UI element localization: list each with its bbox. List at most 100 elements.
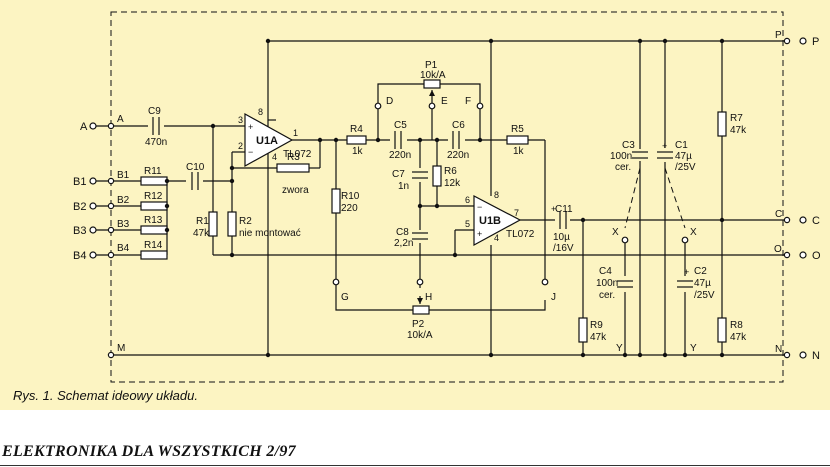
label-c11-name: C11 bbox=[555, 204, 573, 215]
capacitor-c6: C6 220n bbox=[447, 120, 469, 161]
label-r4-name: R4 bbox=[350, 124, 363, 135]
capacitor-c4: C4 100n cer. bbox=[596, 266, 633, 301]
label-c2-value: 47µ bbox=[694, 278, 711, 289]
label-r13: R13 bbox=[144, 215, 163, 226]
label-c9-name: C9 bbox=[148, 106, 161, 117]
label-r8-name: R8 bbox=[730, 320, 743, 331]
label-r9-name: R9 bbox=[590, 320, 603, 331]
figure-caption: Rys. 1. Schemat ideowy układu. bbox=[13, 388, 198, 403]
magazine-footer: ELEKTRONIKA DLA WSZYSTKICH 2/97 bbox=[2, 443, 296, 460]
pin-u1b-8: 8 bbox=[494, 190, 499, 200]
label-r10-value: 220 bbox=[341, 203, 358, 214]
label-p1-value: 10k/A bbox=[420, 70, 446, 81]
optional-jumper-x2 bbox=[664, 167, 686, 229]
label-u1b: U1B bbox=[479, 215, 501, 227]
label-c11-rating: /16V bbox=[553, 243, 574, 254]
capacitor-c3: C3 100n cer. bbox=[610, 140, 648, 173]
label-r4-value: 1k bbox=[352, 146, 364, 157]
label-r12: R12 bbox=[144, 191, 163, 202]
label-c6-name: C6 bbox=[452, 120, 465, 131]
label-c9-value: 470n bbox=[145, 137, 167, 148]
terminal-b2-outer: B2 bbox=[73, 201, 86, 213]
junction-dots bbox=[164, 38, 725, 358]
label-c6-value: 220n bbox=[447, 150, 469, 161]
svg-text:+: + bbox=[684, 267, 689, 277]
terminal-m: M bbox=[117, 343, 125, 354]
node-e: E bbox=[441, 96, 448, 107]
label-c8-name: C8 bbox=[396, 227, 409, 238]
label-c11-value: 10µ bbox=[553, 232, 570, 243]
circuit-schematic: C9 470n R11 R12 R13 R14 C10 R1 47k R2 ni… bbox=[0, 0, 830, 410]
label-r3-name: R3 bbox=[287, 152, 300, 163]
label-c10: C10 bbox=[186, 162, 205, 173]
resistor-r6: R6 12k bbox=[432, 165, 461, 189]
terminal-b4-inner: B4 bbox=[117, 243, 130, 254]
label-c3-kind: cer. bbox=[615, 162, 631, 173]
label-c3-name: C3 bbox=[622, 140, 635, 151]
terminal-n-outer: N bbox=[812, 350, 820, 362]
label-c3-value: 100n bbox=[610, 151, 632, 162]
test-nodes: D E F G H J X X Y Y bbox=[332, 96, 697, 354]
output-terminals: P P C C O O N N bbox=[774, 30, 821, 362]
node-f: F bbox=[465, 96, 471, 107]
label-r5-value: 1k bbox=[513, 146, 525, 157]
node-g: G bbox=[341, 292, 349, 303]
resistor-r8: R8 47k bbox=[717, 317, 747, 343]
capacitor-c11: + C11 10µ /16V bbox=[551, 204, 574, 254]
pin-u1b-5: 5 bbox=[465, 219, 470, 229]
svg-text:+: + bbox=[551, 204, 556, 214]
label-r14: R14 bbox=[144, 240, 163, 251]
resistor-r14: R14 bbox=[140, 240, 168, 260]
label-u1a: U1A bbox=[256, 135, 278, 147]
terminal-n-inner: N bbox=[775, 344, 782, 355]
terminal-a-inner: A bbox=[117, 114, 124, 125]
label-r6-name: R6 bbox=[444, 166, 457, 177]
pin-u1a-1: 1 bbox=[293, 128, 298, 138]
capacitor-c1: + C1 47µ /25V bbox=[657, 140, 696, 173]
label-p2-value: 10k/A bbox=[407, 330, 433, 341]
pin-u1a-8: 8 bbox=[258, 107, 263, 117]
node-y1: Y bbox=[616, 343, 623, 354]
terminal-a-outer: A bbox=[80, 121, 88, 133]
label-c4-name: C4 bbox=[599, 266, 612, 277]
resistor-r13: R13 bbox=[140, 215, 168, 235]
capacitor-c8: C8 2,2n bbox=[394, 227, 428, 249]
label-r10-name: R10 bbox=[341, 191, 360, 202]
node-j: J bbox=[551, 292, 556, 303]
footer-rule bbox=[0, 465, 830, 466]
label-c1-rating: /25V bbox=[675, 162, 696, 173]
resistor-r11: R11 bbox=[140, 166, 168, 186]
resistor-r7: R7 47k bbox=[717, 111, 747, 137]
svg-text:+: + bbox=[477, 229, 482, 239]
terminal-b3-inner: B3 bbox=[117, 219, 130, 230]
terminal-c-inner: C bbox=[775, 209, 782, 220]
resistor-r3: R3 zwora bbox=[276, 152, 310, 196]
label-c1-value: 47µ bbox=[675, 151, 692, 162]
terminal-p-inner: P bbox=[775, 30, 782, 41]
terminal-b1-outer: B1 bbox=[73, 176, 86, 188]
pin-u1a-2: 2 bbox=[238, 141, 243, 151]
label-c5-value: 220n bbox=[389, 150, 411, 161]
svg-text:−: − bbox=[248, 147, 253, 157]
label-c2-rating: /25V bbox=[694, 290, 715, 301]
label-c7-name: C7 bbox=[392, 169, 405, 180]
label-c7-value: 1n bbox=[398, 181, 409, 192]
resistor-r10: R10 220 bbox=[331, 188, 360, 214]
terminal-c-outer: C bbox=[812, 215, 820, 227]
pin-u1b-7: 7 bbox=[514, 208, 519, 218]
node-h: H bbox=[425, 292, 432, 303]
svg-text:+: + bbox=[662, 141, 667, 151]
label-r7-value: 47k bbox=[730, 125, 747, 136]
label-c1-name: C1 bbox=[675, 140, 688, 151]
label-r2-name: R2 bbox=[239, 216, 252, 227]
resistor-r2: R2 nie montować bbox=[227, 211, 301, 239]
resistor-r1: R1 47k bbox=[193, 211, 218, 239]
board-outline bbox=[110, 11, 784, 383]
label-r5-name: R5 bbox=[511, 124, 524, 135]
label-r1-value: 47k bbox=[193, 228, 210, 239]
node-y2: Y bbox=[690, 343, 697, 354]
resistor-r5: R5 1k bbox=[506, 124, 529, 157]
label-u1a-type: TL072 bbox=[283, 149, 312, 160]
pin-u1a-3: 3 bbox=[238, 115, 243, 125]
capacitor-c5: C5 220n bbox=[389, 120, 411, 161]
